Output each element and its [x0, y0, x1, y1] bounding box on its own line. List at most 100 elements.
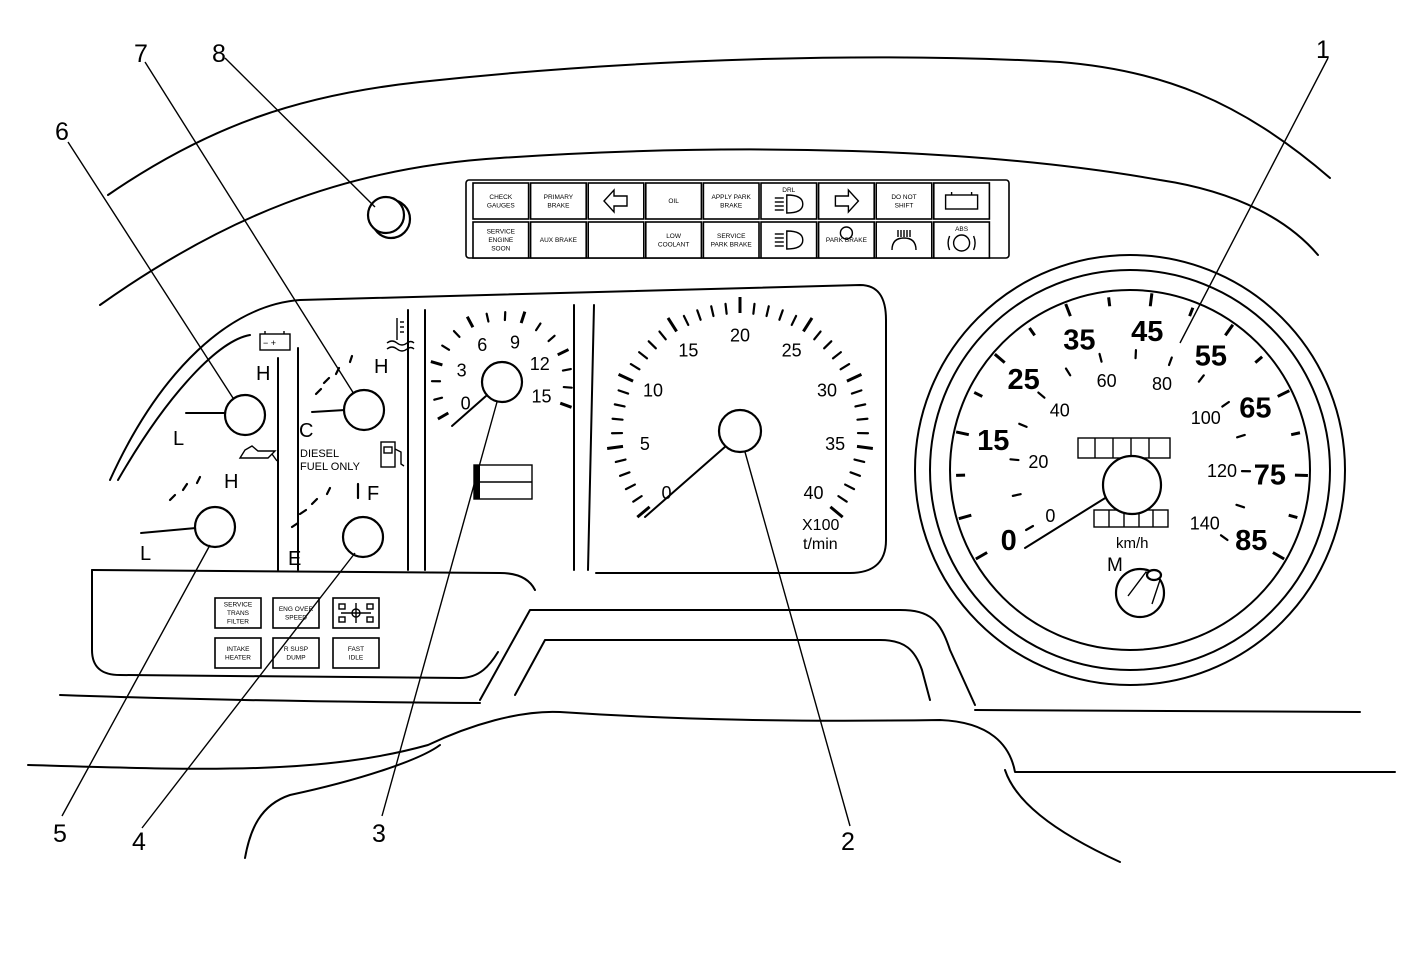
dial-tick — [619, 471, 631, 477]
speedo-tick — [1148, 293, 1154, 307]
oil-low-label: L — [173, 428, 184, 450]
dial-tick — [682, 314, 690, 327]
tach-scale-label: 5 — [640, 434, 650, 454]
kmh-tick — [1235, 503, 1246, 509]
lamp-text: ENG OVER — [279, 606, 314, 613]
lamp-text: FILTER — [227, 619, 249, 626]
warning-lamp — [875, 221, 933, 259]
kmh-tick — [1037, 391, 1046, 399]
mph-scale-label: 25 — [1008, 364, 1040, 396]
dial-tick — [437, 411, 450, 421]
tach-scale-label: 25 — [782, 340, 802, 360]
kmh-scale-label: 0 — [1045, 506, 1055, 526]
air-scale-label: 6 — [477, 335, 487, 355]
speedo-tick — [993, 353, 1006, 364]
odometer-display — [473, 464, 533, 500]
kmh-scale-label: 40 — [1050, 401, 1070, 421]
kmh-tick — [1219, 534, 1229, 542]
lamp-text: DO NOT — [891, 194, 916, 201]
callout-1: 1 — [1316, 36, 1330, 64]
speedo-tick — [1288, 513, 1298, 520]
kmh-tick — [1064, 367, 1072, 377]
lamp-text: HEATER — [225, 654, 251, 661]
dial-tick — [629, 363, 641, 371]
kmh-scale-label: 120 — [1207, 461, 1237, 481]
dial-tick — [613, 403, 626, 408]
engine-brake-icon — [891, 230, 917, 251]
dial-tick — [606, 444, 624, 450]
lamp-text: COOLANT — [658, 241, 689, 248]
air-scale-label: 0 — [461, 393, 471, 413]
kmh-tick — [1221, 400, 1230, 408]
dial-tick — [854, 403, 867, 408]
kmh-tick — [1098, 352, 1103, 363]
dial-tick — [617, 389, 630, 395]
trip-reset-stem[interactable] — [1114, 567, 1166, 619]
trip-reset-knob[interactable] — [366, 195, 412, 240]
lamp-text: TRANS — [227, 610, 250, 617]
abs-icon — [947, 234, 976, 252]
speedo-tick — [1254, 355, 1264, 364]
dial-tick — [557, 348, 570, 357]
mph-scale-label: 35 — [1063, 324, 1095, 356]
kmh-tick — [1197, 374, 1205, 383]
lamp-text: LOW — [666, 233, 682, 240]
dial-tick — [638, 351, 649, 360]
callout-4: 4 — [132, 828, 146, 856]
fuel-full-label: F — [367, 483, 379, 505]
coolant-temp-gauge: C H — [299, 318, 415, 442]
dial-tick — [617, 373, 634, 383]
dial-tick — [441, 344, 451, 351]
speedo-tick — [1224, 323, 1235, 337]
mph-scale-label: 55 — [1195, 341, 1227, 373]
kmh-scale-label: 140 — [1190, 514, 1220, 534]
lamp-text: R SUSP — [284, 646, 308, 653]
callout-numbers: 1 2 3 4 5 6 7 8 — [53, 36, 1330, 856]
dial-tick — [519, 311, 527, 324]
kmh-scale-label: 100 — [1191, 408, 1221, 428]
tach-unit-line1: X100 — [802, 517, 839, 534]
temp-cold-label: C — [299, 420, 313, 442]
air-scale-label: 3 — [457, 361, 467, 381]
tach-scale-label: 15 — [678, 340, 698, 360]
speedo-tick — [955, 430, 970, 437]
callout-7: 7 — [134, 40, 148, 68]
fuel-empty-label: E — [288, 548, 301, 570]
temp-hot-label: H — [374, 356, 388, 378]
oil-pressure-gauge: L H − + — [173, 331, 291, 450]
kmh-scale-label: 20 — [1028, 452, 1048, 472]
oil-high-label: H — [256, 363, 270, 385]
dial-tick — [844, 483, 856, 491]
callout-3: 3 — [372, 820, 386, 848]
dial-tick — [562, 385, 573, 389]
lamp-text: SERVICE — [487, 229, 516, 236]
lamp-text: OIL — [668, 198, 679, 205]
speedo-tick — [1107, 297, 1112, 307]
dial-tick — [765, 305, 770, 318]
lamp-text: SOON — [491, 246, 510, 253]
dial-tick — [778, 309, 784, 321]
dial-tick — [823, 340, 833, 350]
speedo-reset-label: M — [1107, 555, 1123, 576]
speedo-unit: km/h — [1116, 535, 1149, 552]
kmh-tick — [1009, 458, 1020, 462]
dial-tick — [666, 317, 678, 333]
lamp-text: INTAKE — [227, 646, 251, 653]
warning-lamp — [760, 221, 818, 259]
warning-lamp — [932, 182, 991, 220]
mph-scale-label: 75 — [1254, 459, 1286, 491]
kmh-tick — [1018, 422, 1028, 428]
callout-2: 2 — [841, 828, 855, 856]
lamp-text: IDLE — [349, 654, 364, 661]
